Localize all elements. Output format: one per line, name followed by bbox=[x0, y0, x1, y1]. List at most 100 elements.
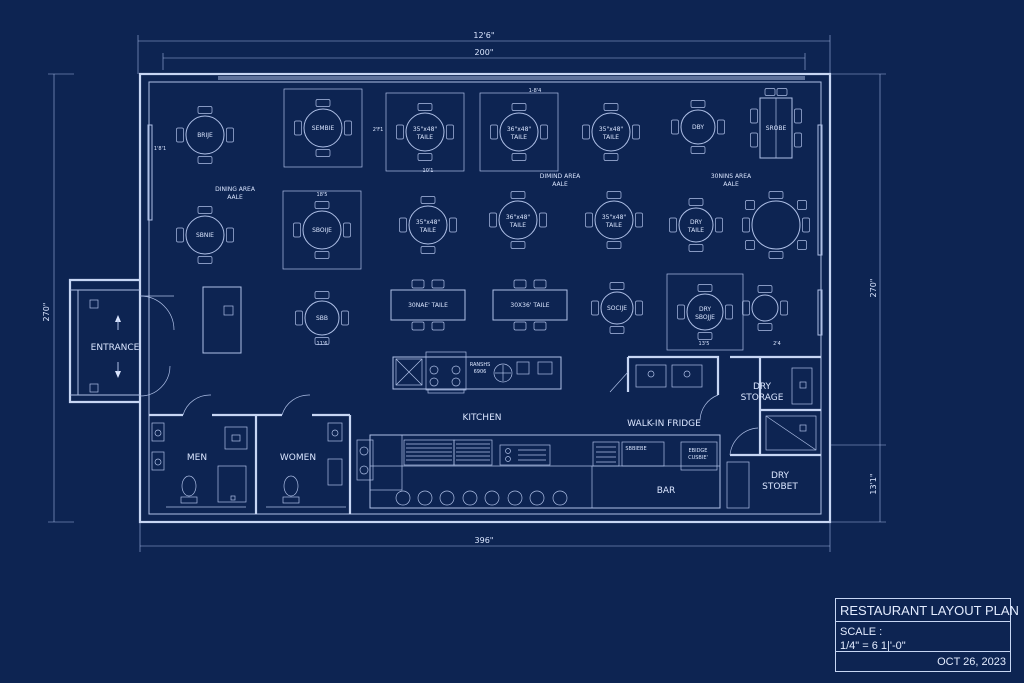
equipment-label: CUSBIE' bbox=[688, 455, 708, 461]
table-label: 36"x48" bbox=[507, 126, 532, 133]
table-label: 35"x48" bbox=[602, 214, 627, 221]
restrooms: MEN WOMEN bbox=[149, 394, 352, 514]
table-label: SBNIE bbox=[196, 232, 214, 239]
room-label-dry-storage-2: STOBET bbox=[762, 482, 798, 492]
small-dim: 11'6 bbox=[317, 341, 328, 347]
host-stand bbox=[202, 286, 242, 354]
small-dim: 1'8'1 bbox=[154, 146, 166, 152]
dining-table bbox=[742, 191, 810, 259]
area-labels: DINING AREA AALE DIMIND AREA AALE 30NINS… bbox=[215, 173, 752, 201]
dining-table: SBB bbox=[295, 291, 349, 345]
dining-table: 35"x48"TAILE bbox=[385, 92, 465, 172]
dim-left: 270" bbox=[42, 303, 51, 322]
men-restroom: MEN bbox=[151, 422, 248, 508]
dining-table: 35"x48"TAILE bbox=[582, 103, 640, 161]
table-label: SBOIJE bbox=[312, 227, 332, 234]
room-label-bar: BAR bbox=[657, 486, 676, 496]
table-label: 36"x48" bbox=[506, 214, 531, 221]
dining-table: 35"x48"TAILE bbox=[399, 196, 457, 254]
area-label-line2: AALE bbox=[723, 181, 739, 188]
kitchen-vents bbox=[406, 443, 452, 461]
walk-in-fridge: WALK-IN FRIDGE bbox=[609, 355, 720, 429]
table-label: SBOJJE bbox=[695, 314, 715, 321]
table-label: SOCIJE bbox=[607, 305, 627, 312]
area-label-line2: AALE bbox=[552, 181, 568, 188]
area-label-line1: DIMIND AREA bbox=[540, 173, 581, 180]
title-block-divider bbox=[836, 651, 1010, 652]
table-label: DRY bbox=[699, 306, 711, 313]
table-label: TAILE bbox=[509, 222, 526, 229]
table-label: BRIJE bbox=[197, 132, 213, 139]
area-label-line2: AALE bbox=[227, 194, 243, 201]
table-label: SBB bbox=[316, 315, 328, 322]
title-block: RESTAURANT LAYOUT PLAN SCALE : 1/4" = 6 … bbox=[835, 598, 1019, 672]
room-label-kitchen: KITCHEN bbox=[463, 413, 502, 423]
equipment-label: 6906 bbox=[474, 369, 487, 375]
dining-table: SEMBIE bbox=[283, 88, 363, 168]
small-dim: 2'4 bbox=[773, 341, 781, 347]
area-label-line1: DINING AREA bbox=[215, 186, 256, 193]
bar-stools bbox=[395, 490, 568, 506]
table-label: DRY bbox=[690, 219, 702, 226]
dining-table: SROBE bbox=[750, 88, 802, 159]
dining-table: BRIJE bbox=[176, 106, 234, 164]
equipment-label: RANSHS bbox=[470, 362, 491, 368]
dim-right: 270" bbox=[869, 279, 878, 298]
room-label-dry-storage: STORAGE bbox=[741, 393, 784, 403]
small-dims: 1-8'4 18'5 10'1 11'6 13'5 2'4 1'8'1 2'F1 bbox=[154, 88, 781, 347]
table-label: TAILE bbox=[510, 134, 527, 141]
table-label: 35"x48" bbox=[416, 219, 441, 226]
scale-value: 1/4" = 6 1|'-0" bbox=[840, 640, 906, 652]
small-dim: 18'5 bbox=[317, 192, 328, 198]
dining-table: SOCIJE bbox=[591, 282, 643, 334]
dining-table: SBNIE bbox=[176, 206, 234, 264]
dim-top-inner: 200" bbox=[475, 48, 494, 57]
table-label: 35"x48" bbox=[599, 126, 624, 133]
table-label: TAILE bbox=[416, 134, 433, 141]
dining-table: 36"x48"TAILE bbox=[479, 92, 559, 172]
small-dim: 13'5 bbox=[699, 341, 710, 347]
table-label: TAILE bbox=[687, 227, 704, 234]
table-label: SEMBIE bbox=[312, 125, 335, 132]
dim-bottom: 396" bbox=[475, 536, 494, 545]
table-label: 35"x48" bbox=[413, 126, 438, 133]
kitchen: RANSHS 6906 KITCHEN SBBIEBE EBIDGE CUSBI… bbox=[356, 351, 721, 509]
table-label: TAILE bbox=[605, 222, 622, 229]
dining-table: 30NAE' TAILE bbox=[390, 279, 466, 331]
dining-table: 30X36' TAILE bbox=[492, 279, 568, 331]
room-label-dry-storage-2: DRY bbox=[771, 471, 790, 481]
room-label-entrance: ENTRANCE bbox=[91, 343, 140, 353]
table-label: 30NAE' TAILE bbox=[408, 302, 448, 309]
equipment-label: SBBIEBE bbox=[625, 446, 646, 452]
small-dim: 2'F1 bbox=[373, 127, 384, 133]
table-label: DBY bbox=[692, 124, 704, 131]
room-label-dry-storage: DRY bbox=[753, 382, 772, 392]
table-label: TAILE bbox=[419, 227, 436, 234]
dim-top-outer: 12'6" bbox=[473, 31, 494, 40]
dimension-lines: 12'6" 200" 396" 270" 270" 13'1" bbox=[42, 31, 886, 552]
area-label-line1: 30NINS AREA bbox=[711, 173, 752, 180]
plan-title: RESTAURANT LAYOUT PLAN bbox=[836, 599, 1019, 622]
dining-table: 36"x48"TAILE bbox=[489, 191, 547, 249]
plan-date: OCT 26, 2023 bbox=[937, 656, 1006, 668]
walls bbox=[68, 72, 832, 524]
table-label: 30X36' TAILE bbox=[510, 302, 549, 309]
dining-table: SBOIJE bbox=[282, 190, 362, 270]
room-label-walk-in-fridge: WALK-IN FRIDGE bbox=[627, 419, 701, 429]
entrance-area: ENTRANCE bbox=[89, 295, 175, 397]
dining-table bbox=[742, 285, 788, 331]
table-label: TAILE bbox=[602, 134, 619, 141]
table-label: SROBE bbox=[766, 125, 787, 132]
scale-label: SCALE : bbox=[840, 626, 883, 638]
equipment-label: EBIDGE bbox=[689, 448, 708, 454]
women-restroom: WOMEN bbox=[266, 422, 346, 508]
small-dim: 1-8'4 bbox=[529, 88, 542, 94]
room-label-men: MEN bbox=[187, 453, 207, 463]
dining-table: DBY bbox=[671, 100, 725, 154]
room-label-women: WOMEN bbox=[280, 453, 316, 463]
dining-table: 35"x48"TAILE bbox=[585, 191, 643, 249]
dim-right-small: 13'1" bbox=[869, 473, 878, 494]
